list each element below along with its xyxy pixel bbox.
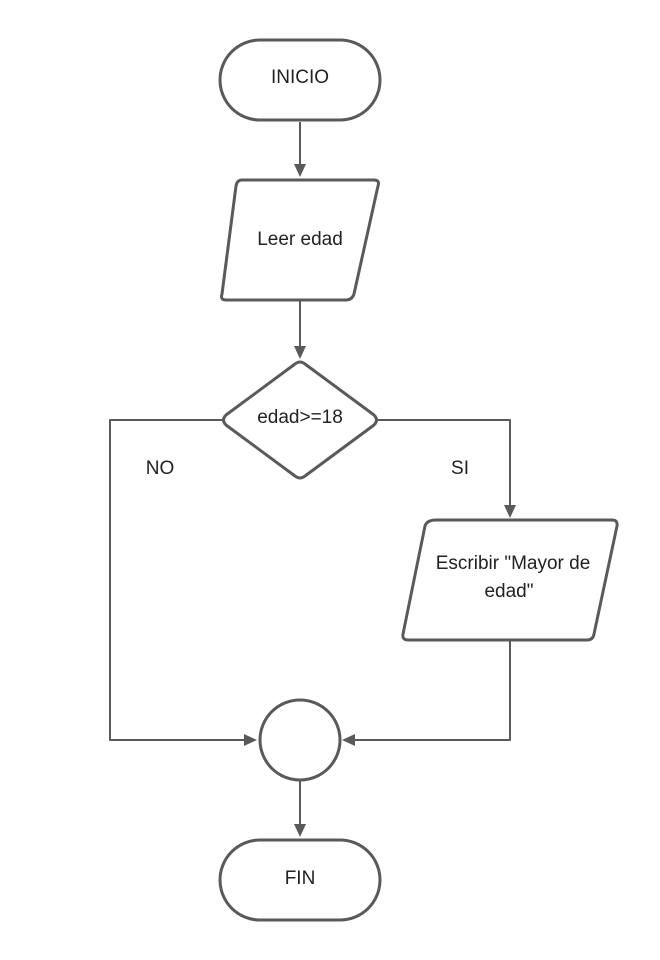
decision-label: edad>=18 bbox=[257, 407, 343, 428]
end-label: FIN bbox=[285, 868, 316, 889]
arrowhead-decision bbox=[294, 346, 306, 359]
output-node: Escribir "Mayor de edad" bbox=[401, 518, 619, 642]
connector-output-to-merge bbox=[355, 640, 511, 741]
arrowhead-yes-branch bbox=[504, 505, 516, 518]
yes-branch-label: SI bbox=[451, 458, 469, 479]
decision-diamond bbox=[222, 360, 378, 480]
input-parallelogram bbox=[220, 178, 380, 302]
arrowhead-no-branch bbox=[244, 734, 257, 746]
end-terminator bbox=[218, 838, 382, 922]
start-label: INICIO bbox=[271, 67, 329, 88]
output-label-line1: Escribir "Mayor de bbox=[436, 553, 591, 574]
connectors bbox=[109, 122, 516, 837]
input-label: Leer edad bbox=[257, 229, 343, 250]
arrowhead-end bbox=[294, 824, 306, 837]
connector-yes-branch bbox=[378, 419, 511, 505]
merge-connector-circle bbox=[258, 698, 342, 782]
end-node: FIN bbox=[218, 838, 382, 922]
input-node: Leer edad bbox=[220, 178, 380, 302]
decision-node: edad>=18 bbox=[222, 360, 378, 480]
output-label-line2: edad" bbox=[484, 581, 533, 602]
output-parallelogram bbox=[401, 518, 619, 642]
start-node: INICIO bbox=[218, 38, 382, 122]
arrowhead-merge-right bbox=[342, 734, 355, 746]
arrowhead-input bbox=[294, 164, 306, 177]
start-terminator bbox=[218, 38, 382, 122]
no-branch-label: NO bbox=[146, 458, 175, 479]
connector-no-branch bbox=[109, 419, 244, 741]
